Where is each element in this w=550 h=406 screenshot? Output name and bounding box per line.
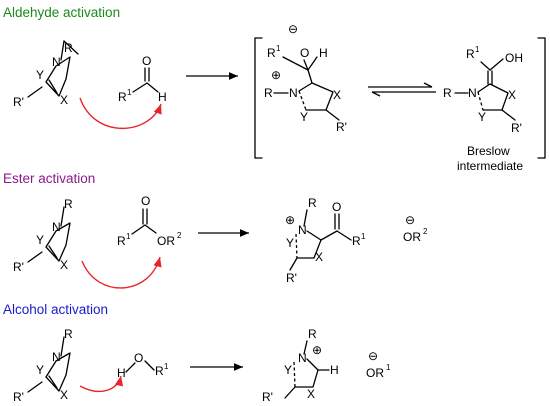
atom-r: R <box>308 196 317 210</box>
alcohol-structure: H O R 1 <box>117 351 169 380</box>
plus-charge: ⊕ <box>271 68 281 82</box>
atom-x: X <box>60 258 68 272</box>
atom-r1: R <box>117 234 126 248</box>
red-curved-arrow-2 <box>81 256 162 289</box>
equilibrium-arrow <box>368 82 436 97</box>
atom-y: Y <box>286 236 294 250</box>
breslow-intermediate-structure: R 1 OH R N X Y R' <box>443 45 523 135</box>
atom-y: Y <box>284 363 292 377</box>
atom-r: R <box>64 327 73 341</box>
minus-charge: ⊖ <box>368 349 378 363</box>
atom-o: O <box>300 46 309 60</box>
alkoxide-anion-1: ⊖ OR 2 <box>403 213 428 244</box>
atom-h: H <box>330 363 339 377</box>
atom-o: O <box>142 54 151 68</box>
minus-charge: ⊖ <box>405 213 415 227</box>
atom-r1: R <box>267 46 276 60</box>
atom-x: X <box>333 88 341 102</box>
azolium-structure: R N ⊕ H Y X R' <box>262 327 339 404</box>
superscript-1: 1 <box>386 363 391 372</box>
atom-r-prime: R' <box>13 260 24 274</box>
superscript-1: 1 <box>276 44 281 53</box>
atom-r: R <box>308 327 317 341</box>
superscript-1: 1 <box>475 45 480 54</box>
carbene-structure-2: R N Y X R' <box>13 197 73 274</box>
atom-n: N <box>298 223 307 237</box>
atom-r-prime: R' <box>13 95 24 109</box>
atom-n: N <box>52 220 61 234</box>
atom-x: X <box>60 93 68 107</box>
atom-r-prime: R' <box>13 390 24 404</box>
atom-r-prime: R' <box>286 271 297 285</box>
atom-r: R <box>443 86 452 100</box>
atom-n: N <box>289 86 298 100</box>
atom-o: O <box>332 200 341 214</box>
bracket-left <box>254 37 263 159</box>
alkoxide-anion-2: ⊖ OR 1 <box>366 349 391 380</box>
atom-r1: R <box>352 234 361 248</box>
atom-r1: R <box>155 364 164 378</box>
atom-x: X <box>508 88 516 102</box>
atom-n: N <box>52 55 61 69</box>
atom-h: H <box>158 90 167 104</box>
atom-r-prime: R' <box>336 120 347 134</box>
atom-n: N <box>298 351 307 365</box>
atom-oh: OH <box>505 51 523 65</box>
atom-r-prime: R' <box>262 390 273 404</box>
tetrahedral-intermediate: ⊖ O R 1 H ⊕ N R X Y R' <box>264 22 347 134</box>
n-substituent-bond <box>60 40 65 61</box>
atom-r-prime: R' <box>511 121 522 135</box>
superscript-1: 1 <box>127 88 132 97</box>
atom-h: H <box>319 46 328 60</box>
atom-r1: R <box>118 90 127 104</box>
atom-r: R <box>64 197 73 211</box>
alkoxide-or: OR <box>403 230 421 244</box>
heading-ester-activation: Ester activation <box>3 171 95 186</box>
carbene-structure-3: R N Y X R' <box>13 327 73 404</box>
superscript-2: 2 <box>177 231 182 240</box>
atom-o-ester: OR <box>157 234 175 248</box>
plus-charge: ⊕ <box>312 343 322 357</box>
carbene-structure-1: R N Y X R' <box>13 40 79 109</box>
bracket-right <box>537 37 546 159</box>
atom-y: Y <box>36 363 44 377</box>
atom-x: X <box>315 250 323 264</box>
atom-h: H <box>117 366 126 380</box>
atom-x: X <box>307 387 315 401</box>
atom-o: O <box>134 351 143 365</box>
breslow-label-line1: Breslow <box>467 144 510 158</box>
atom-r: R <box>64 41 73 55</box>
plus-charge: ⊕ <box>285 213 295 227</box>
atom-y: Y <box>478 110 486 124</box>
superscript-1: 1 <box>164 362 169 371</box>
atom-x: X <box>60 388 68 402</box>
breslow-label-line2: intermediate <box>457 159 523 173</box>
atom-o: O <box>141 194 150 208</box>
superscript-2: 2 <box>423 227 428 236</box>
aldehyde-structure: O R 1 H <box>118 54 167 104</box>
atom-n: N <box>468 86 477 100</box>
atom-y: Y <box>36 233 44 247</box>
atom-y: Y <box>36 68 44 82</box>
atom-n: N <box>52 350 61 364</box>
alkoxide-or: OR <box>366 366 384 380</box>
red-curved-arrow-3 <box>79 375 124 393</box>
heading-alcohol-activation: Alcohol activation <box>3 302 108 317</box>
heading-aldehyde-activation: Aldehyde activation <box>3 5 120 20</box>
red-curved-arrow-1 <box>79 97 162 130</box>
atom-r1: R <box>466 47 475 61</box>
superscript-1: 1 <box>126 232 131 241</box>
minus-charge: ⊖ <box>288 22 298 36</box>
superscript-1: 1 <box>361 232 366 241</box>
atom-r: R <box>264 86 273 100</box>
atom-y: Y <box>300 110 308 124</box>
acyl-azolium-structure: R ⊕ N Y X R' O R 1 <box>285 196 366 285</box>
ester-structure: O R 1 OR 2 <box>117 194 182 248</box>
